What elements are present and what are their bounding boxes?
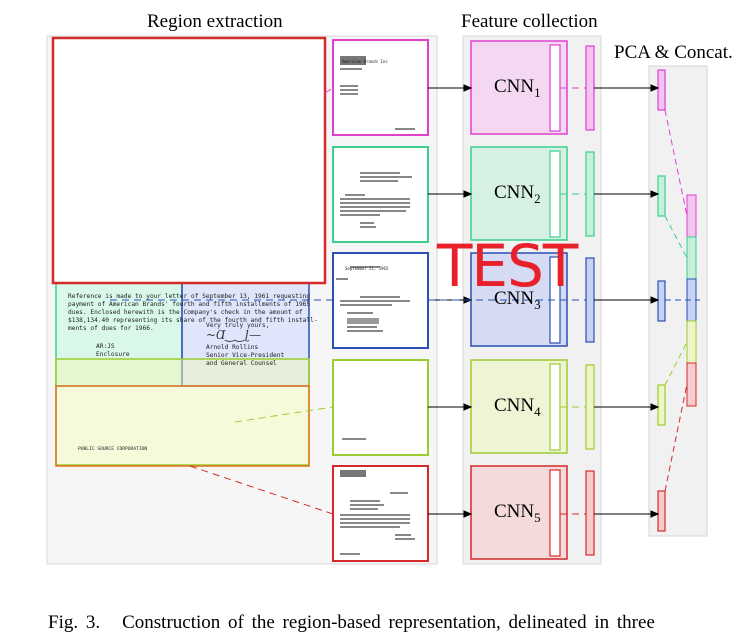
thumb-region-4 [332,359,429,456]
cnn-label-4: CNN4 [494,395,541,419]
pca-vector-4 [657,384,666,426]
figure-caption: Fig. 3. Construction of the region-based … [48,612,655,634]
thumb-region-5 [332,465,429,562]
caption-text: Construction of the region-based represe… [122,612,655,633]
signature: ~Ɑ‿‿ɭ— [206,328,262,342]
cnn-label-5: CNN5 [494,501,541,525]
pca-vector-5 [657,490,666,532]
cnn-internal-dashes [428,87,586,515]
thumb-content-marks [336,56,415,555]
document-closing: Very truly yours, [206,322,270,329]
test-watermark: TEST [437,232,578,300]
cnn-label-2: CNN2 [494,182,541,206]
pca-concat-heading: PCA & Concat. [614,42,733,63]
thumb-date: September 21, 1965 [345,266,389,271]
document-footer: PUBLIC SOURCE CORPORATION [78,447,148,452]
caption-label: Fig. 3. [48,612,101,633]
cnn-block-4 [470,359,595,454]
document-initials: AR:JS Enclosure [96,343,130,358]
cnn-label-3: CNN3 [494,288,541,312]
concatenated-vector [686,194,697,407]
region-extraction-heading: Region extraction [147,11,283,32]
document-signer-name: Arnold Rollins [206,344,259,351]
document-body-text: Reference is made to your letter of Sept… [68,293,318,332]
feature-collection-heading: Feature collection [461,11,598,32]
document-signer-title: Senior Vice-President and General Counse… [206,352,285,367]
thumb-letterhead: American Brands Inc [342,59,388,64]
pca-vector-2 [657,175,666,217]
pca-to-concat-links [664,109,700,492]
cnn-label-1: CNN1 [494,76,541,100]
region-top-half [51,36,327,285]
pca-vector-1 [657,69,666,111]
pca-vector-3 [657,280,666,322]
region-footer [55,385,310,467]
region-connectors [110,87,334,515]
cnn-to-pca-arrows [594,84,660,518]
thumb-region-1 [332,39,429,136]
region-bottom-half [55,358,310,466]
cnn-block-5 [470,465,595,560]
